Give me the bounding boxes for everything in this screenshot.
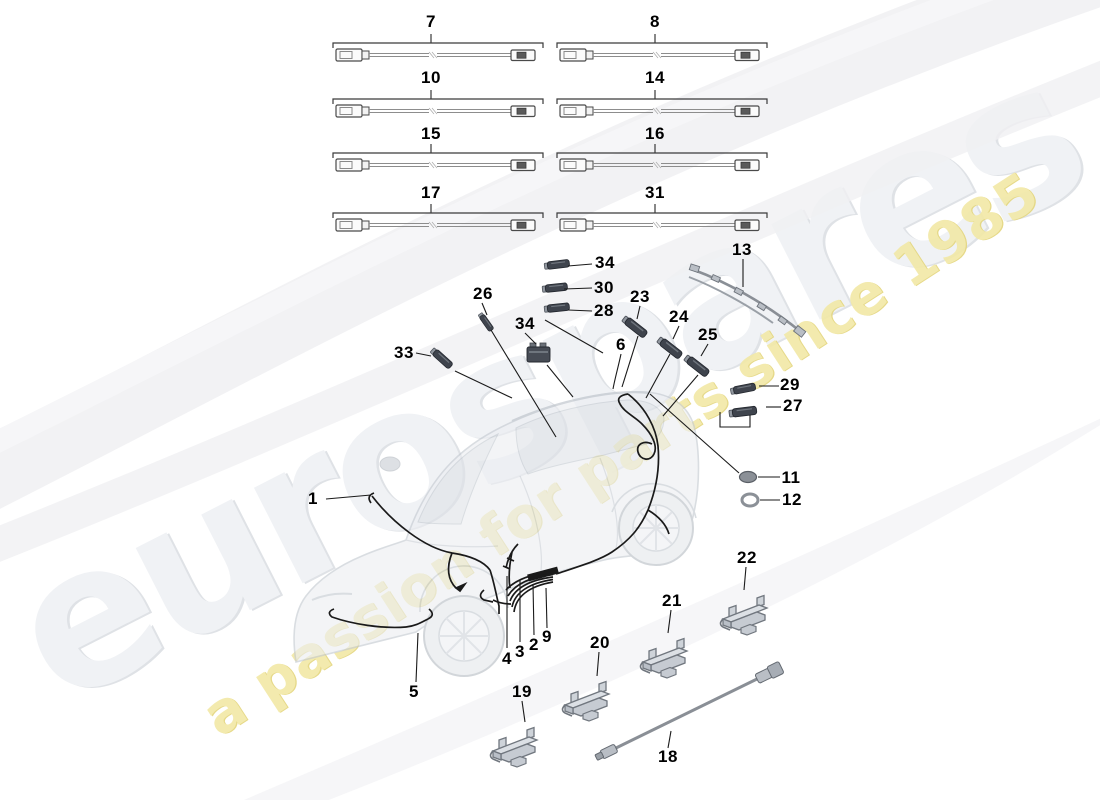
part-24-amplifier [655,335,684,361]
part-27-connector [728,405,758,419]
part-13-roof-cable [688,263,807,338]
car-windshield [417,432,500,525]
part-11-grommet [738,470,758,484]
callout-14: 14 [645,68,665,87]
callout-7: 7 [426,12,436,31]
callout-30: 30 [594,278,614,297]
callout-9: 9 [542,627,552,646]
cable-15-drawing [332,143,544,172]
part-18-cable [594,661,784,761]
callout-31: 31 [645,183,665,202]
callout-20: 20 [590,633,610,652]
cable-7-drawing [332,33,544,62]
callout-13: 13 [732,240,752,259]
callout-28: 28 [594,301,614,320]
callout-2: 2 [529,635,539,654]
callout-12: 12 [782,490,802,509]
callout-21: 21 [662,591,682,610]
wiring-harness [328,393,670,629]
leader-lines [325,259,781,749]
callout-26: 26 [473,284,493,303]
callout-19: 19 [512,682,532,701]
cable-8-drawing [556,33,768,62]
callout-10: 10 [421,68,441,87]
car-silhouette [293,390,700,677]
callout-6: 6 [616,335,626,354]
callout-34b: 34 [515,314,535,333]
callout-8: 8 [650,12,660,31]
callout-24: 24 [669,307,689,326]
cable-10-drawing [332,89,544,118]
callout-27: 27 [783,396,803,415]
part-34a-module [543,258,571,271]
callout-15: 15 [421,124,441,143]
part-19-bracket [489,726,538,768]
callout-22: 22 [737,548,757,567]
callout-25: 25 [698,325,718,344]
car-side-glass [515,399,665,475]
callout-17: 17 [421,183,441,202]
callout-3: 3 [515,642,525,661]
part-25-amplifier [682,353,711,379]
part-12-ring [740,492,760,508]
callout-1: 1 [308,489,318,508]
part-34b-holder [526,342,551,363]
callout-4: 4 [502,649,512,668]
callout-16: 16 [645,124,665,143]
part-29-connector [729,382,757,396]
callout-11: 11 [781,468,801,487]
callout-34a: 34 [595,253,615,272]
callout-33: 33 [394,343,414,362]
callout-18: 18 [658,747,678,766]
diagram-parts [429,258,784,768]
callout-29: 29 [780,375,800,394]
callout-23: 23 [630,287,650,306]
callout-5: 5 [409,682,419,701]
car-mirror [379,456,401,472]
